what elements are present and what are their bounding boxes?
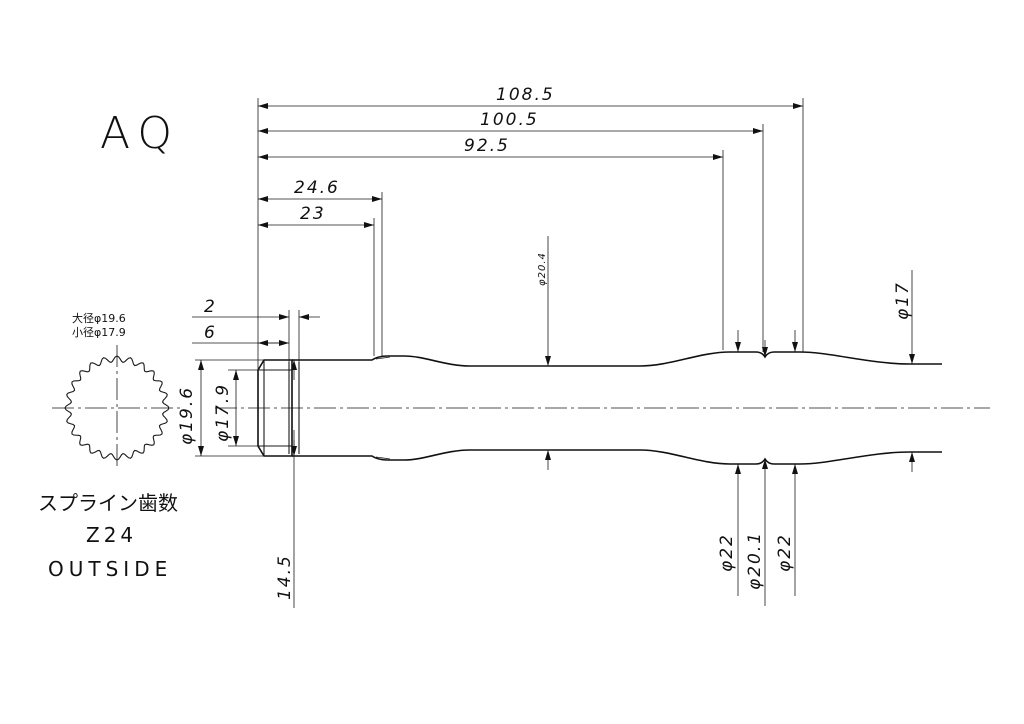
dim-diameter-20-4: φ20.4 [537,252,548,286]
dim-diameter-22-left: φ22 [717,533,737,572]
part-code-label: AQ [100,108,180,159]
dim-length-108-5: 108.5 [496,85,555,105]
spline-teeth-count: Z24 [86,523,137,547]
dim-length-6: 6 [204,323,217,343]
shaft-bottom-profile [292,449,942,465]
dimension-lines [192,98,915,608]
dim-length-100-5: 100.5 [480,110,539,130]
dim-diameter-17-tip: φ17 [893,281,913,320]
shaft-side-view [215,351,990,465]
dim-diameter-22-right: φ22 [775,533,795,572]
spline-minor-diameter: 小径φ17.9 [72,326,126,339]
dim-diameter-19-6: φ19.6 [177,386,197,445]
dim-length-2: 2 [204,297,217,317]
shaft-top-profile [292,351,942,367]
dim-diameter-20-1: φ20.1 [745,531,765,590]
dim-diameter-17-9: φ17.9 [213,383,233,442]
dim-length-23: 23 [300,204,326,224]
dim-length-24-6: 24.6 [294,178,340,198]
spline-major-diameter: 大径φ19.6 [72,311,126,325]
dim-length-92-5: 92.5 [464,136,510,156]
spline-teeth-label: スプライン歯数 [38,491,178,515]
spline-type-label: OUTSIDE [48,557,172,581]
dim-diameter-14-5: 14.5 [275,554,295,600]
spline-end-view [52,345,182,470]
